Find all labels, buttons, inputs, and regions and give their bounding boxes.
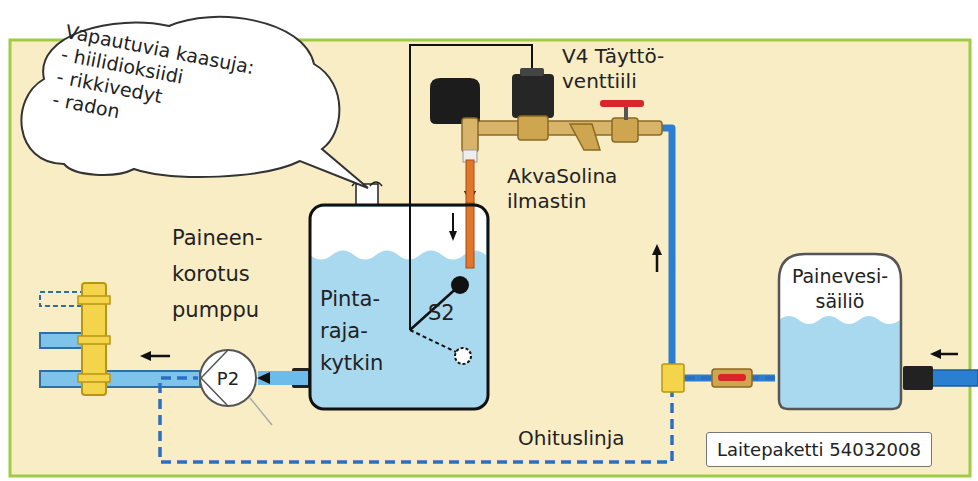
flow-arrow (148, 355, 170, 358)
tee-fitting (662, 364, 684, 392)
pump-support (250, 398, 272, 425)
ground-panel (10, 40, 970, 476)
ball-valve-handle (600, 100, 644, 107)
valve-body (518, 116, 548, 140)
aerator-label: AkvaSolina ilmastin (507, 164, 617, 214)
pressure-tank: Painevesi- säiliö (775, 250, 905, 413)
pump-label: Paineen- korotus pumppu (172, 220, 262, 328)
component-label: P2 (217, 368, 239, 389)
shutoff-valve-handle (718, 374, 746, 381)
speech-cloud: Vapautuvia kaasuja:- hiilidioksiidi- rik… (4, 4, 374, 196)
component-label: Pinta- raja- kytkin (320, 283, 383, 379)
solenoid-valve (512, 74, 554, 118)
aerator-tube (466, 160, 474, 206)
component-label: Laitepaketti 54032008 (717, 439, 921, 460)
fill-pipe (470, 128, 775, 378)
outlet-pipe (40, 371, 200, 387)
valve-label: V4 Täyttö- venttiili (562, 44, 712, 94)
aerator-elbow (462, 118, 478, 152)
package-box: Laitepaketti 54032008 (706, 432, 932, 467)
manifold-ring (78, 296, 110, 304)
suction-pipe (258, 371, 308, 385)
pump-circle: P2 (198, 348, 258, 408)
y-filter (570, 124, 600, 150)
manifold-ring (78, 336, 110, 344)
component-label: Painevesi- säiliö (792, 264, 888, 314)
component-label: S2 (428, 301, 455, 325)
flow-arrow-head (930, 349, 941, 359)
manifold-ring (78, 374, 110, 382)
break-tank: Pinta- raja- kytkin S2 (308, 203, 490, 411)
inlet-fitting (903, 366, 933, 390)
ball-valve (612, 118, 638, 142)
shutoff-valve (712, 369, 752, 387)
aerator-body (430, 78, 480, 124)
flow-arrow-head (652, 244, 662, 255)
solenoid-cap (520, 68, 544, 76)
line-label: Ohituslinja (515, 426, 628, 450)
flow-arrow-head (140, 351, 151, 361)
